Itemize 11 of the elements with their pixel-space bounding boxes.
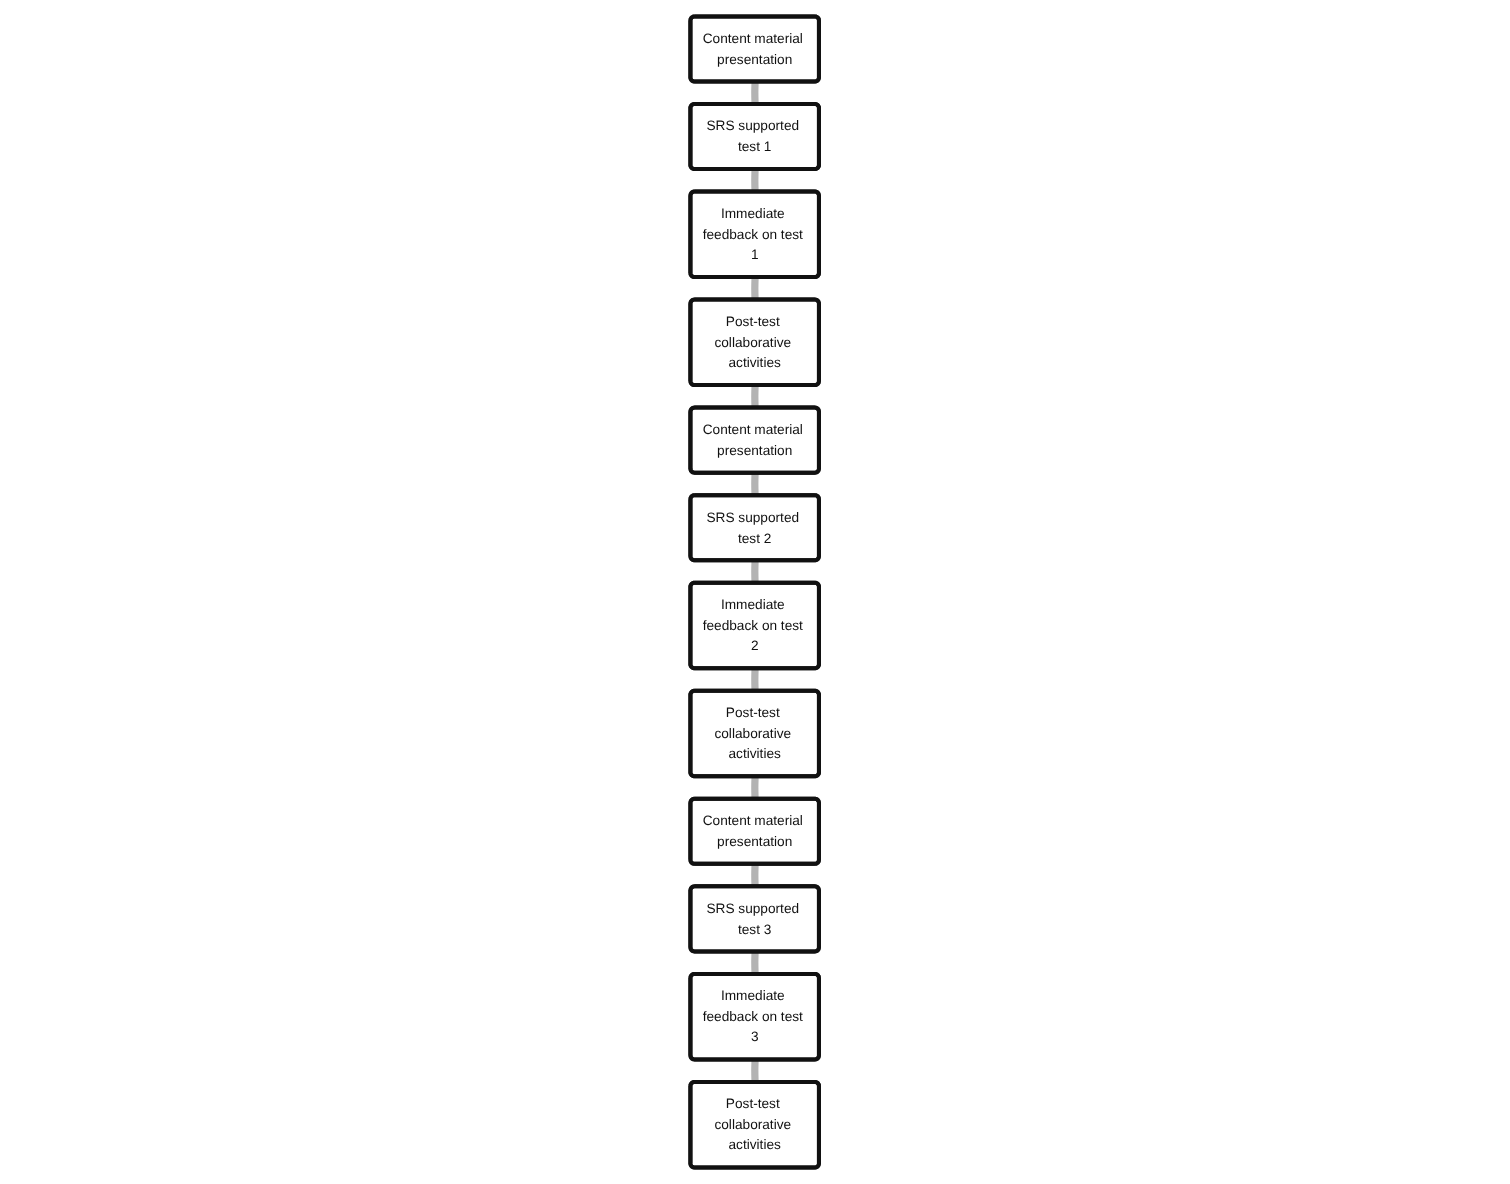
- connector: [751, 774, 759, 801]
- connector: [751, 471, 759, 498]
- connector: [751, 558, 759, 585]
- connector: [751, 80, 759, 107]
- connector: [751, 275, 759, 302]
- connector: [751, 383, 759, 410]
- connector: [751, 950, 759, 976]
- connector: [751, 1058, 759, 1085]
- connector: [751, 167, 759, 194]
- connector: [751, 862, 759, 889]
- connector: [751, 666, 759, 693]
